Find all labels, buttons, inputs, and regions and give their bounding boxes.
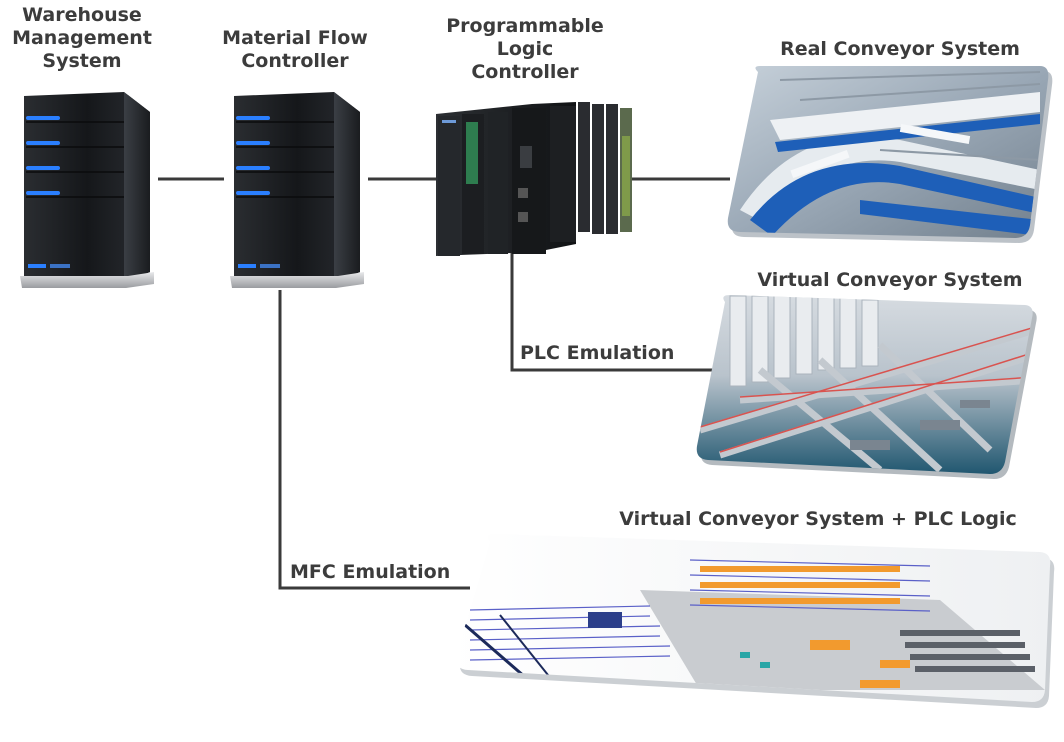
node-label-line: Logic <box>496 38 554 60</box>
plc-rack-icon <box>436 102 632 256</box>
node-label-mfc: Material Flow Controller <box>214 27 376 73</box>
virtual-plc-logic-image <box>455 534 1055 708</box>
node-label-line: Controller <box>471 61 579 83</box>
virtual-conveyor-image <box>696 295 1037 479</box>
node-label-plc: Programmable Logic Controller <box>432 15 618 84</box>
edge-mfc-emulation <box>278 290 470 590</box>
node-label-virtual-conveyor: Virtual Conveyor System <box>757 269 1023 291</box>
edge-label-mfc-emulation: MFC Emulation <box>290 561 451 583</box>
node-label-virtual-plc-logic: Virtual Conveyor System + PLC Logic <box>619 508 1017 530</box>
server-tower-icon <box>20 92 154 288</box>
edge-label-plc-emulation: PLC Emulation <box>520 342 675 364</box>
node-label-line: Management <box>12 27 152 49</box>
real-conveyor-image <box>727 66 1053 243</box>
node-label-line: Programmable <box>446 15 604 37</box>
node-label-wms: Warehouse Management System <box>2 4 162 73</box>
connector-lines <box>158 177 730 590</box>
node-label-real-conveyor: Real Conveyor System <box>780 38 1020 60</box>
edge-plc-emulation <box>510 250 716 372</box>
node-label-line: Warehouse <box>22 4 142 26</box>
node-label-line: Controller <box>241 50 349 72</box>
node-label-line: Material Flow <box>222 27 368 49</box>
node-label-line: System <box>42 50 122 72</box>
server-tower-icon <box>230 92 364 288</box>
